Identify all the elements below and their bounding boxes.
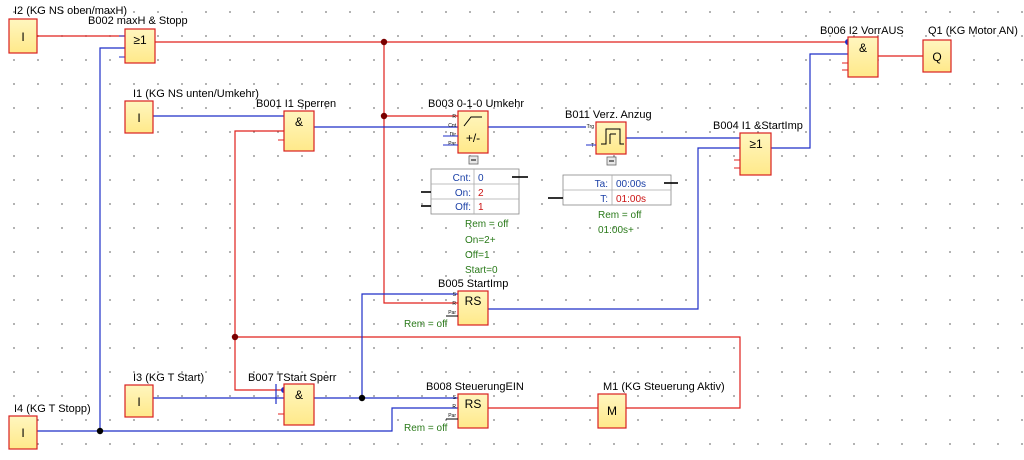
- block-b004-symbol: ≥1: [749, 137, 763, 151]
- b003-param-on-value: 2: [478, 188, 484, 199]
- wires-red: [37, 35, 923, 409]
- b005-pin-r: R: [452, 301, 456, 307]
- b003-pin-par: Par: [448, 141, 456, 147]
- block-b004-label: B004 I1 &StartImp: [713, 120, 803, 132]
- wire-i4-to-b008-r: [100, 407, 458, 432]
- b005-pin-par: Par: [448, 310, 456, 316]
- junction-dot: [231, 333, 239, 341]
- junction-dot: [358, 394, 366, 402]
- input-i1[interactable]: I1 (KG NS unten/Umkehr) I: [124, 88, 259, 134]
- block-b001-symbol: &: [295, 115, 303, 129]
- b005-note-rem: Rem = off: [404, 319, 448, 330]
- block-b006-symbol: &: [859, 41, 867, 55]
- b003-pin-dir: Dir: [450, 132, 457, 138]
- b003-collapse-button[interactable]: [468, 155, 479, 165]
- block-b008-symbol: RS: [465, 397, 482, 411]
- b003-note-off: Off=1: [465, 250, 490, 261]
- b011-param-ta-value: 00:00s: [616, 179, 646, 190]
- wire-m1-feedback: [234, 130, 741, 409]
- b003-note-on: On=2+: [465, 235, 496, 246]
- input-i1-symbol: I: [137, 111, 140, 125]
- wires-blue: [37, 47, 848, 432]
- block-b007[interactable]: B007 TStart Sperr &: [248, 372, 337, 426]
- wire-b004-to-b006: [771, 53, 848, 149]
- block-b008-label: B008 SteuerungEIN: [426, 381, 524, 393]
- flag-m1-symbol: M: [607, 404, 617, 418]
- b011-pin-t: T: [591, 143, 594, 149]
- input-i4-symbol: I: [21, 426, 24, 440]
- b011-param-t-key: T:: [600, 194, 608, 205]
- b003-note-rem: Rem = off: [465, 219, 509, 230]
- b005-pin-s: S: [453, 292, 457, 298]
- b003-pin-labels: R Cnt Dir Par: [448, 114, 456, 147]
- wire-i4-to-b002: [37, 47, 125, 432]
- input-i3[interactable]: I3 (KG T Start) I: [124, 372, 204, 418]
- output-q1[interactable]: Q1 (KG Motor AN) Q: [922, 25, 1018, 73]
- block-b002-symbol: ≥1: [133, 33, 147, 47]
- b003-param-cnt-key: Cnt:: [453, 173, 471, 184]
- block-b002-label: B002 maxH & Stopp: [88, 15, 188, 27]
- b003-pin-cnt: Cnt: [448, 123, 456, 129]
- input-i3-label: I3 (KG T Start): [133, 372, 204, 384]
- block-b003-label: B003 0-1-0 Umkehr: [428, 98, 524, 110]
- flag-m1-label: M1 (KG Steuerung Aktiv): [603, 381, 725, 393]
- input-i4[interactable]: I4 (KG T Stopp) I: [8, 403, 91, 450]
- b011-collapse-button[interactable]: [606, 156, 617, 166]
- block-b007-symbol: &: [295, 388, 303, 402]
- block-b011[interactable]: B011 Verz. Anzug Trg T Ta: 00:00s T: 01:…: [548, 109, 678, 236]
- on-delay-pulse-icon: [601, 128, 624, 145]
- block-b001-label: B001 I1 Sperren: [256, 98, 336, 110]
- b003-parameter-box[interactable]: Cnt: 0 On: 2 Off: 1: [421, 168, 528, 215]
- input-i3-symbol: I: [137, 395, 140, 409]
- output-q1-label: Q1 (KG Motor AN): [928, 25, 1018, 37]
- junction-dot: [380, 112, 388, 120]
- block-b003[interactable]: B003 0-1-0 Umkehr R Cnt Dir Par +/- Cnt:…: [421, 98, 528, 276]
- b003-param-cnt-value: 0: [478, 173, 484, 184]
- b008-pin-s: S: [453, 395, 457, 401]
- b003-notes: Rem = off On=2+ Off=1 Start=0: [465, 219, 509, 276]
- input-i2-label: I2 (KG NS oben/maxH): [14, 5, 127, 17]
- counter-ramp-icon: [463, 116, 482, 127]
- b011-pin-trg: Trg: [587, 124, 595, 130]
- b003-param-on-key: On:: [455, 188, 471, 199]
- block-b006-label: B006 I2 VorrAUS: [820, 25, 904, 37]
- block-b002[interactable]: B002 maxH & Stopp ≥1: [88, 15, 188, 64]
- b003-note-start: Start=0: [465, 265, 498, 276]
- input-i1-label: I1 (KG NS unten/Umkehr): [133, 88, 259, 100]
- block-b011-label: B011 Verz. Anzug: [565, 109, 652, 121]
- wire-feedback-to-b007: [234, 337, 284, 391]
- input-i2[interactable]: I2 (KG NS oben/maxH) I: [8, 5, 127, 54]
- b011-note-time: 01:00s+: [598, 225, 634, 236]
- b011-param-t-value: 01:00s: [616, 194, 646, 205]
- block-b004[interactable]: B004 I1 &StartImp ≥1: [713, 120, 803, 176]
- b011-param-ta-key: Ta:: [595, 179, 608, 190]
- b011-parameter-box[interactable]: Ta: 00:00s T: 01:00s: [548, 174, 678, 206]
- block-b007-label: B007 TStart Sperr: [248, 372, 337, 384]
- b008-pin-par: Par: [448, 413, 456, 419]
- input-i4-label: I4 (KG T Stopp): [14, 403, 91, 415]
- wire-b005-to-b004: [488, 147, 740, 310]
- b011-note-rem: Rem = off: [598, 210, 642, 221]
- block-b005[interactable]: B005 StartImp S R Par RS Rem = off: [404, 278, 508, 330]
- b008-pin-r: R: [452, 404, 456, 410]
- junction-dot: [96, 427, 104, 435]
- flag-m1[interactable]: M1 (KG Steuerung Aktiv) M: [597, 381, 725, 429]
- block-b006[interactable]: B006 I2 VorrAUS &: [820, 25, 904, 78]
- wire-b007-to-b005-s: [361, 293, 458, 398]
- block-b005-label: B005 StartImp: [438, 278, 508, 290]
- wire-bus-to-b005-r: [383, 116, 458, 304]
- junction-dot: [380, 38, 388, 46]
- b008-note-rem: Rem = off: [404, 423, 448, 434]
- block-b003-symbol: +/-: [466, 131, 480, 145]
- block-b001[interactable]: B001 I1 Sperren &: [256, 98, 336, 152]
- block-b008[interactable]: B008 SteuerungEIN S R Par RS Rem = off: [404, 381, 524, 434]
- input-i2-symbol: I: [21, 30, 24, 44]
- b003-pin-r: R: [452, 114, 456, 120]
- output-q1-symbol: Q: [932, 50, 941, 64]
- block-b005-symbol: RS: [465, 294, 482, 308]
- b003-param-off-value: 1: [478, 202, 484, 213]
- b003-param-off-key: Off:: [455, 202, 471, 213]
